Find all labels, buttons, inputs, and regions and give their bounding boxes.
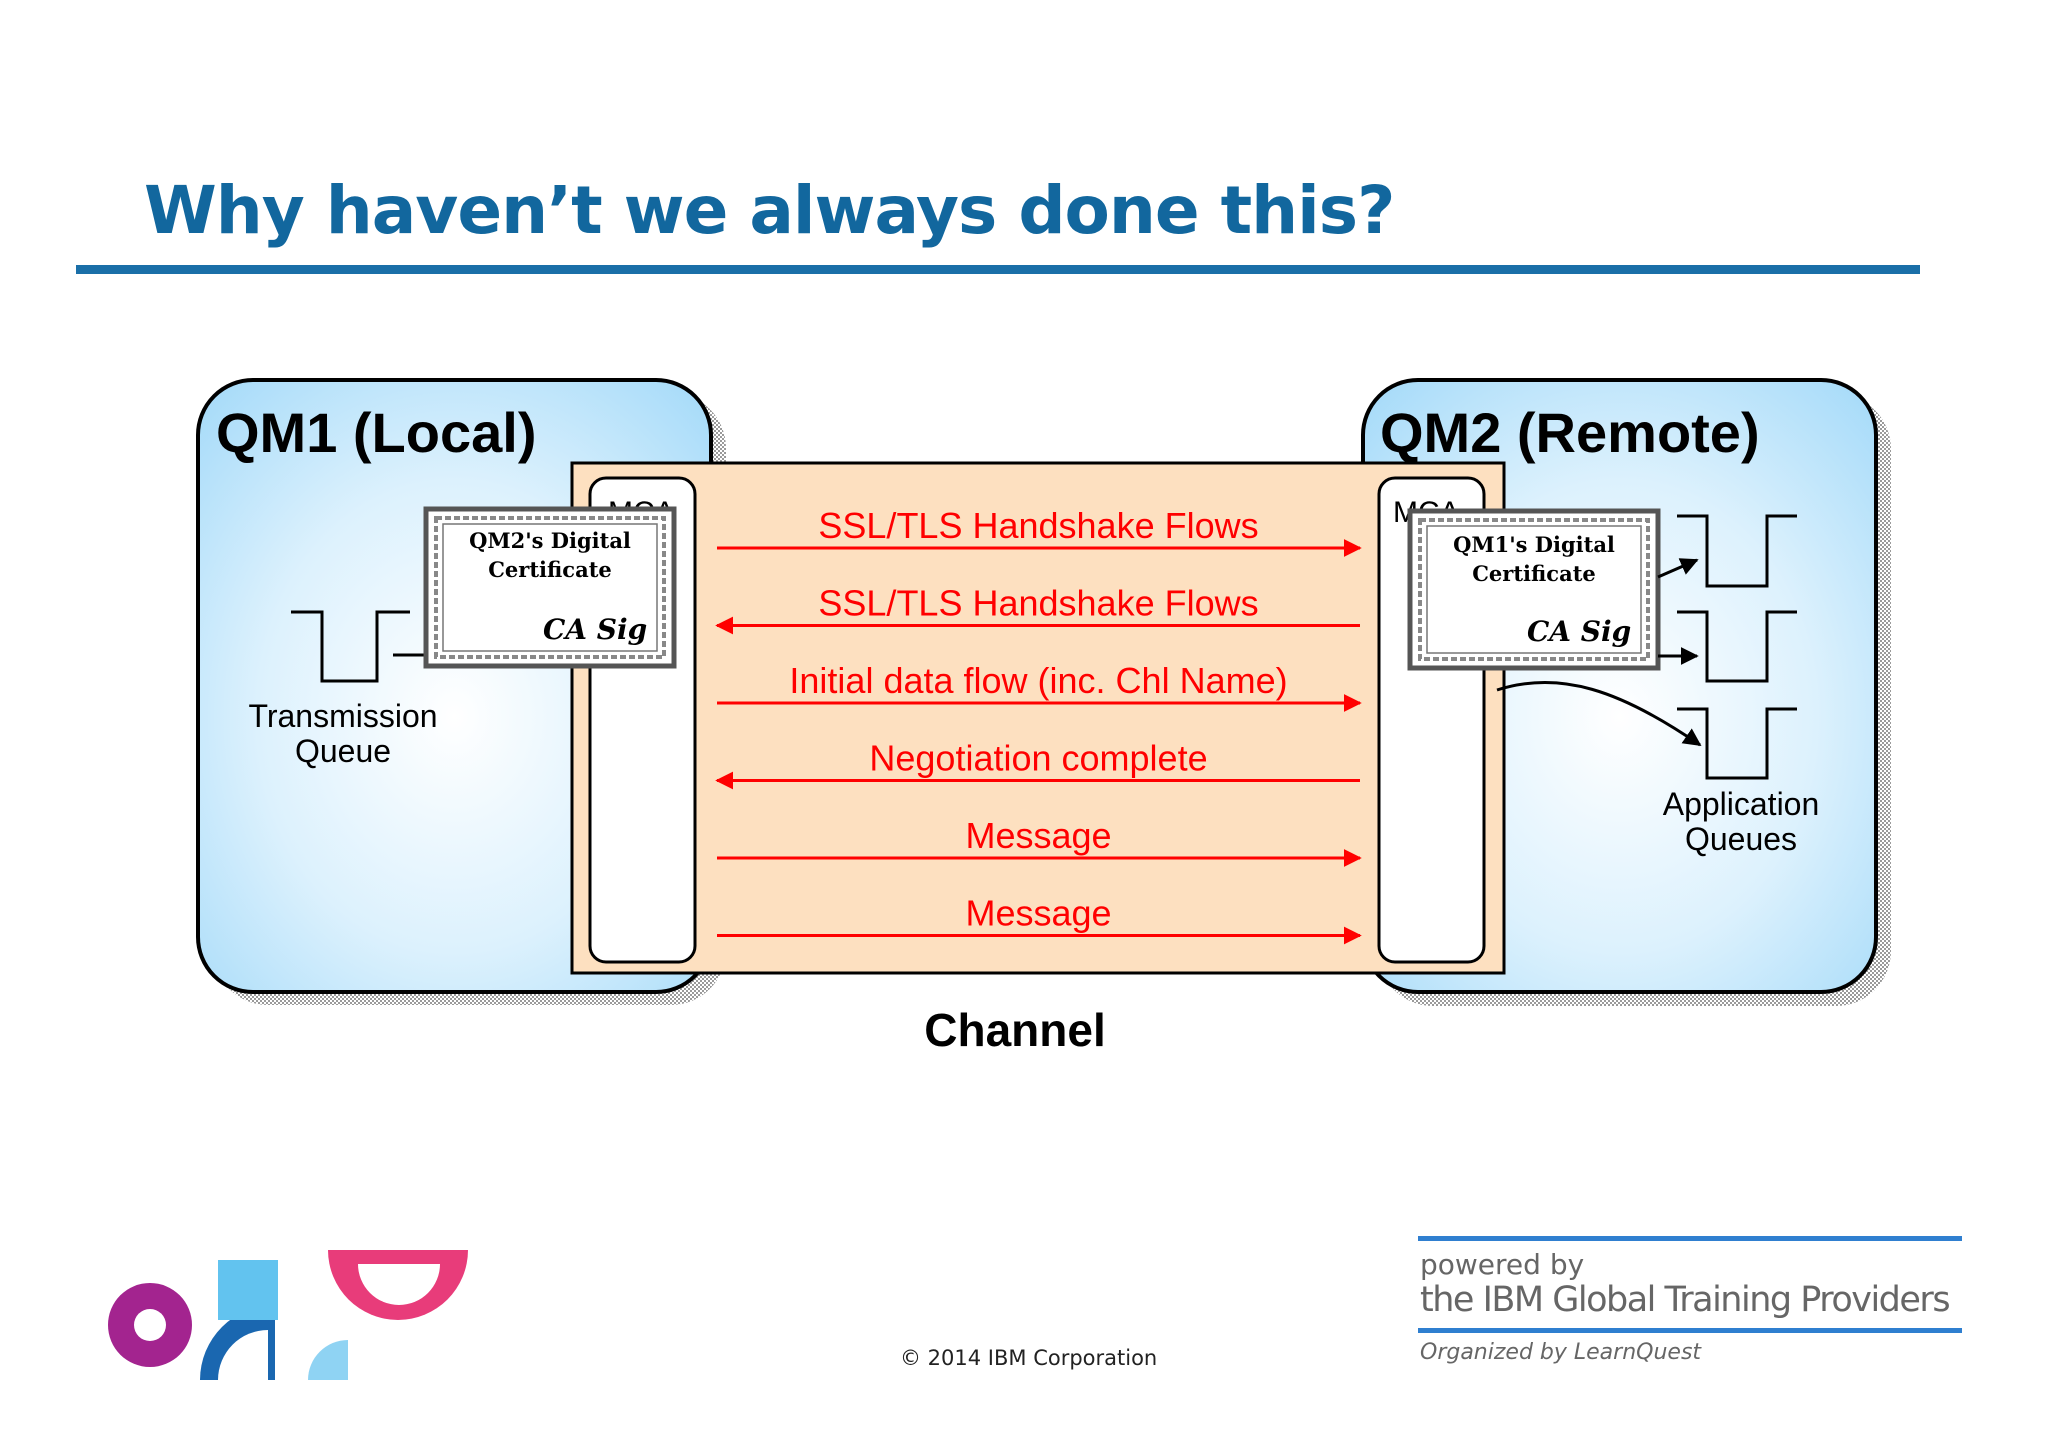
flow-label-1: SSL/TLS Handshake Flows xyxy=(818,505,1258,546)
qm2-cert-sig: CA Sig xyxy=(1527,615,1631,648)
application-queues-label-2: Queues xyxy=(1685,821,1797,857)
copyright-footer: © 2014 IBM Corporation xyxy=(900,1346,1158,1370)
application-queues-label: Application xyxy=(1663,786,1820,822)
slide-title: Why haven’t we always done this? xyxy=(144,172,1395,249)
application-queues-icon xyxy=(1496,514,1797,780)
qm1-cert-sig: CA Sig xyxy=(543,613,647,646)
powered-by-branding: powered by the IBM Global Training Provi… xyxy=(1418,1236,1962,1366)
flow-label-4: Negotiation complete xyxy=(869,738,1207,779)
qm1-cert-line2: Certificate xyxy=(488,557,612,582)
qm2-cert-line2: Certificate xyxy=(1472,561,1596,586)
qm2-title: QM2 (Remote) xyxy=(1380,401,1760,464)
title-underline xyxy=(76,265,1920,274)
organized-by-line: Organized by LearnQuest xyxy=(1420,1340,1702,1365)
training-providers-line: the IBM Global Training Providers xyxy=(1420,1280,1951,1320)
flow-label-2: SSL/TLS Handshake Flows xyxy=(818,583,1258,624)
qm2-cert-line1: QM1's Digital xyxy=(1453,532,1615,557)
conference-logo xyxy=(108,1250,468,1380)
branding-bottom-rule xyxy=(1418,1328,1962,1333)
branding-top-rule xyxy=(1418,1236,1962,1241)
qm1-title: QM1 (Local) xyxy=(216,401,536,464)
qm1-cert-line1: QM2's Digital xyxy=(469,528,631,553)
qm1-certificate: QM1's Digital Certificate CA Sig xyxy=(1407,508,1661,671)
transmission-queue-icon xyxy=(291,610,428,683)
flow-label-5: Message xyxy=(965,815,1111,856)
transmission-queue-label: Transmission xyxy=(248,698,437,734)
flow-label-6: Message xyxy=(965,893,1111,934)
transmission-queue-label-2: Queue xyxy=(295,733,391,769)
channel-label: Channel xyxy=(924,1004,1105,1056)
powered-by-line: powered by xyxy=(1420,1248,1585,1281)
flow-label-3: Initial data flow (inc. Chl Name) xyxy=(789,660,1287,701)
qm2-certificate: QM2's Digital Certificate CA Sig xyxy=(423,506,677,669)
